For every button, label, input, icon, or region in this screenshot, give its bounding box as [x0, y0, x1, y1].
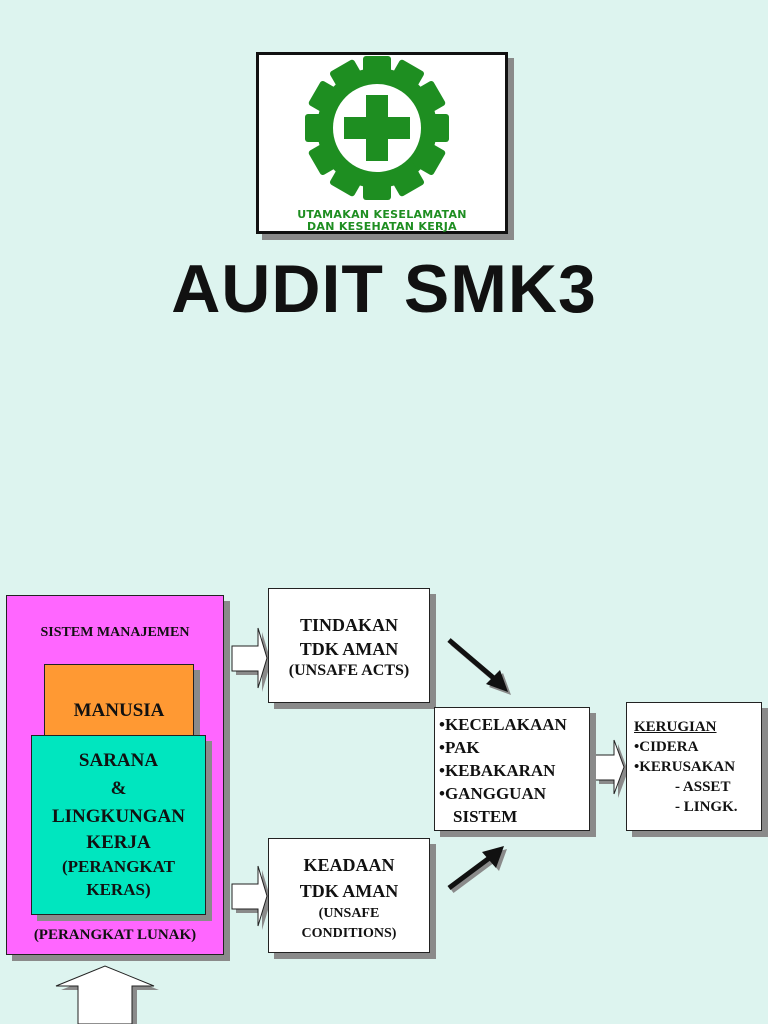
incident-item: •PAK: [439, 738, 480, 757]
human-box: [44, 664, 194, 744]
unsafe-conditions-line4: CONDITIONS): [301, 926, 397, 941]
incident-item: SISTEM: [453, 807, 518, 826]
unsafe-acts-line2: TDK AMAN: [299, 639, 399, 659]
unsafe-acts-line1: TINDAKAN: [299, 615, 398, 635]
unsafe-acts-box: TINDAKAN TDK AMAN (UNSAFE ACTS): [268, 588, 430, 703]
human-label: MANUSIA: [73, 700, 165, 721]
unsafe-conditions-box: KEADAAN TDK AMAN (UNSAFE CONDITIONS): [268, 838, 430, 953]
logo-text-line2: DAN KESEHATAN KERJA: [306, 220, 458, 233]
unsafe-conditions-line1: KEADAAN: [303, 855, 395, 875]
facilities-line-6: KERAS): [86, 880, 151, 899]
arrow-conditions-to-incidents: [447, 846, 507, 894]
losses-heading: KERUGIAN: [634, 719, 717, 735]
k3-logo: UTAMAKAN KESELAMATAN DAN KESEHATAN KERJA: [256, 52, 508, 234]
incidents-box: •KECELAKAAN •PAK •KEBAKARAN •GANGGUAN SI…: [434, 707, 590, 831]
software-label: (PERANGKAT LUNAK): [33, 927, 197, 943]
facilities-line-4: KERJA: [86, 832, 151, 853]
incident-item: •KECELAKAAN: [439, 715, 567, 734]
block-arrow-to-losses: [594, 739, 628, 798]
loss-subitem: - ASSET: [675, 779, 731, 795]
facilities-line-2: &: [110, 778, 127, 799]
loss-subitem: - LINGK.: [675, 799, 738, 815]
incident-item: •GANGGUAN: [439, 784, 547, 803]
loss-item: •KERUSAKAN: [634, 759, 736, 775]
unsafe-conditions-line2: TDK AMAN: [299, 881, 399, 901]
management-system-label: SISTEM MANAJEMEN: [40, 625, 190, 640]
page-title: AUDIT SMK3: [171, 251, 597, 327]
losses-box: KERUGIAN •CIDERA •KERUSAKAN - ASSET - LI…: [626, 702, 762, 831]
facilities-box: [31, 735, 206, 915]
gear-cross-icon: [305, 56, 449, 200]
unsafe-conditions-line3: (UNSAFE: [318, 906, 380, 921]
arrow-acts-to-incidents: [447, 638, 511, 695]
facilities-line-3: LINGKUNGAN: [51, 806, 185, 827]
facilities-line-1: SARANA: [78, 750, 159, 771]
block-arrow-to-unsafe-conditions: [231, 865, 271, 930]
loss-item: •CIDERA: [634, 739, 699, 755]
block-arrow-up-bottom: [55, 965, 159, 1024]
facilities-line-5: (PERANGKAT: [61, 857, 175, 876]
block-arrow-to-unsafe-acts: [231, 627, 271, 692]
logo-text-line1: UTAMAKAN KESELAMATAN: [297, 208, 467, 221]
incident-item: •KEBAKARAN: [439, 761, 556, 780]
unsafe-acts-line3: (UNSAFE ACTS): [288, 662, 410, 679]
